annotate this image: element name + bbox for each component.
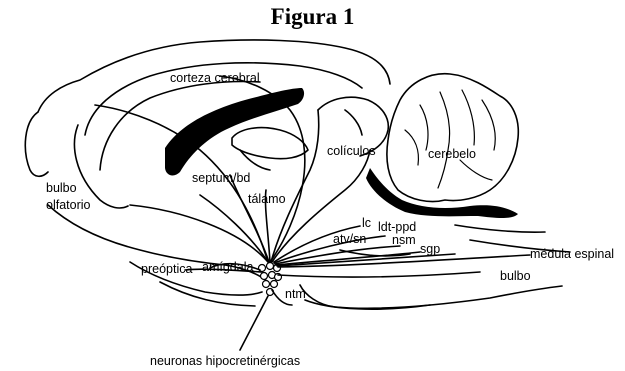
brain-outline: [25, 40, 570, 309]
label-amigdala: amígdala: [202, 260, 253, 274]
label-cerebelo: cerebelo: [428, 147, 476, 161]
label-nsm: nsm: [392, 233, 416, 247]
label-septum-bd: septum/bd: [192, 171, 250, 185]
label-preoptica: preóptica: [141, 262, 192, 276]
label-coliculos: colículos: [327, 144, 376, 158]
label-bulbo-olfatorio-1: bulbo: [46, 181, 77, 195]
label-ntm: ntm: [285, 287, 306, 301]
label-ldt-ppd: ldt-ppd: [378, 220, 416, 234]
label-sgp: sgp: [420, 242, 440, 256]
label-neuronas-hipocretinergicas: neuronas hipocretinérgicas: [150, 354, 300, 368]
label-corteza-cerebral: corteza cerebral: [170, 71, 260, 85]
cerebellum: [366, 74, 518, 218]
label-lc: lc: [362, 216, 371, 230]
label-bulbo-olfatorio-2: olfatorio: [46, 198, 91, 212]
label-bulbo: bulbo: [500, 269, 531, 283]
label-atv-sn: atv/sn: [333, 232, 366, 246]
label-medula-espinal: médula espinal: [530, 247, 614, 261]
label-talamo: tálamo: [248, 192, 286, 206]
thalamus-structures: [232, 128, 308, 170]
